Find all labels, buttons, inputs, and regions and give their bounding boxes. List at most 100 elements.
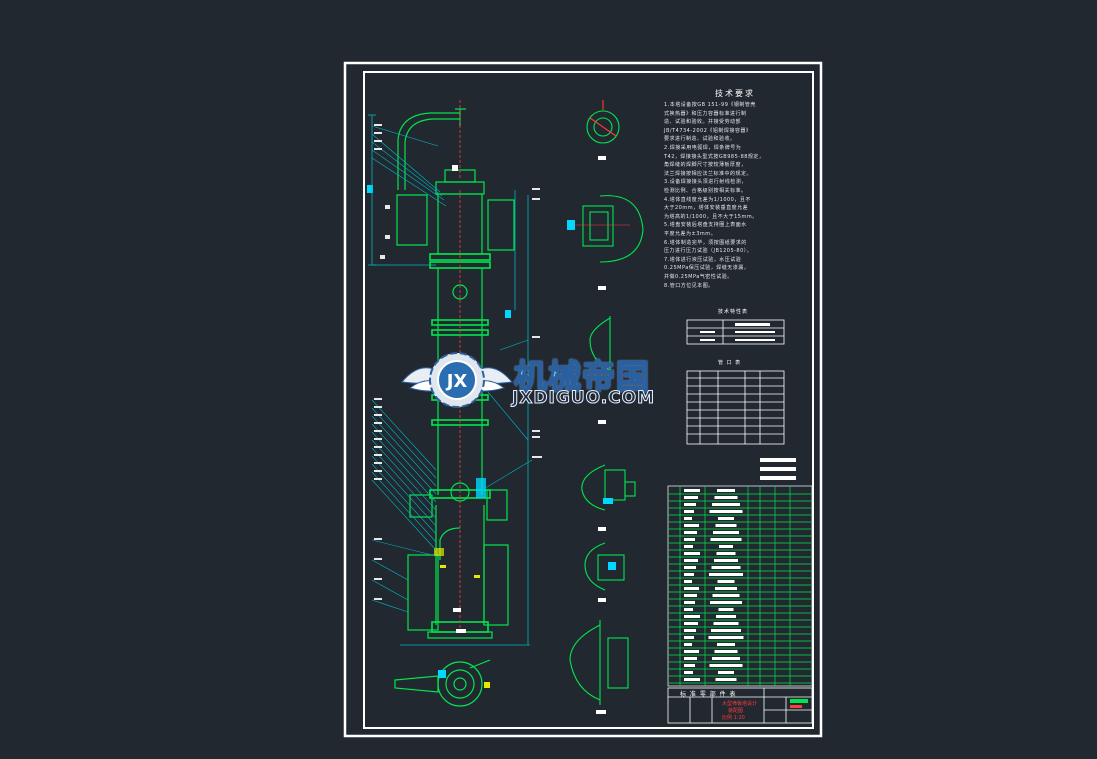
parts-list-table <box>667 485 813 687</box>
requirement-line: 并做0.25MPa气密性试验。 <box>664 274 733 280</box>
requirement-line: JB/T4734-2002《铝制焊接容器》 <box>664 127 752 134</box>
title-block-heading: 标 准 零 部 件 表 <box>680 691 737 698</box>
parts-row-code-mark <box>684 636 694 639</box>
parts-row-code-mark <box>684 559 698 562</box>
nozzle-table <box>686 370 785 445</box>
tech-characteristic-table <box>686 319 785 345</box>
parts-row-code-mark <box>684 538 695 541</box>
logo-letters: JX <box>445 371 468 392</box>
requirement-line: 压力进行压力试验（JB1205-80）。 <box>664 248 753 255</box>
parts-row-text-mark <box>710 601 742 604</box>
parts-row-code-mark <box>684 594 697 597</box>
requirement-line: 式换热器》和压力容器标准进行制 <box>664 110 747 117</box>
tower-internals <box>367 100 511 688</box>
parts-row-code-mark <box>684 650 699 653</box>
parts-row-code-mark <box>684 657 697 660</box>
parts-row-code-mark <box>684 664 695 667</box>
parts-row-text-mark <box>717 580 735 583</box>
parts-row-text-mark <box>711 566 741 569</box>
parts-row-code-mark <box>684 489 700 492</box>
parts-row-text-mark <box>715 678 737 681</box>
watermark-chinese: 机械帝国 <box>513 356 650 397</box>
parts-row-code-mark <box>684 678 700 681</box>
parts-row-code-mark <box>684 496 698 499</box>
parts-row-code-mark <box>684 524 699 527</box>
requirement-line: 6.塔体制造完毕，须按图纸要求的 <box>664 239 747 246</box>
parts-row-text-mark <box>718 671 734 674</box>
parts-row-text-mark <box>714 650 738 653</box>
requirement-line: 5.塔盘安装后塔盘支持圈上表面水 <box>664 222 747 229</box>
parts-row-code-mark <box>684 671 693 674</box>
requirement-line: 法兰焊接按相应法兰标准中的规定。 <box>664 170 753 177</box>
requirement-line: T42，焊接接头型式按GB985-88规定， <box>664 153 765 160</box>
parts-row-text-mark <box>717 489 735 492</box>
requirement-line: 1.本塔设备按GB 151-99《钢制管壳 <box>664 102 756 108</box>
parts-row-code-mark <box>684 629 696 632</box>
dimension-lines <box>368 114 530 646</box>
leader-lines-left <box>371 125 533 613</box>
parts-row-text-mark <box>716 552 736 555</box>
parts-row-text-mark <box>712 594 740 597</box>
title-block-red-line-2: 装配图 <box>728 708 744 714</box>
parts-row-text-mark <box>717 643 735 646</box>
parts-row-text-mark <box>713 531 739 534</box>
parts-row-code-mark <box>684 545 693 548</box>
parts-row-text-mark <box>708 636 744 639</box>
parts-row-text-mark <box>713 622 739 625</box>
parts-row-text-mark <box>714 496 738 499</box>
sheet-border <box>343 61 823 738</box>
tech-requirements-title: 技术要求 <box>715 89 755 98</box>
requirement-line: 2.焊接采用电弧焊，焊条牌号为 <box>664 145 742 151</box>
parts-row-text-mark <box>712 657 740 660</box>
requirement-line: 平度允差为±3mm。 <box>664 231 717 237</box>
parts-row-code-mark <box>684 622 698 625</box>
parts-row-code-mark <box>684 608 693 611</box>
parts-row-text-mark <box>709 664 743 667</box>
parts-row-code-mark <box>684 573 694 576</box>
parts-row-text-mark <box>715 587 737 590</box>
parts-row-text-mark <box>709 573 743 576</box>
parts-row-text-mark <box>715 524 737 527</box>
parts-row-text-mark <box>709 510 743 513</box>
parts-row-text-mark <box>710 538 742 541</box>
requirement-line: 3.设备焊接接头须进行射线检测， <box>664 179 747 186</box>
title-block-red-line-1: 大型筛板塔设计 <box>722 701 758 707</box>
requirement-line: 大于20mm，塔体安装垂直度允差 <box>664 205 749 212</box>
requirement-line: 检测比例、合格级别按相关标准。 <box>664 188 747 194</box>
parts-row-code-mark <box>684 615 700 618</box>
requirement-line: 为塔高的1/1000，且不大于15mm。 <box>664 213 758 220</box>
parts-row-text-mark <box>718 517 734 520</box>
parts-row-text-mark <box>711 629 741 632</box>
title-block <box>667 687 813 724</box>
parts-row-code-mark <box>684 510 694 513</box>
title-block-red-line-3: 比例 1:20 <box>722 715 745 721</box>
requirement-line: 角焊缝的焊脚尺寸按较薄板厚度， <box>664 162 747 169</box>
parts-row-code-mark <box>684 601 695 604</box>
parts-row-code-mark <box>684 517 692 520</box>
requirement-line: 4.塔体直线度允差为1/1000，且不 <box>664 196 751 203</box>
parts-row-text-mark <box>719 545 733 548</box>
leader-label-marks <box>374 124 542 600</box>
parts-row-code-mark <box>684 531 697 534</box>
parts-row-text-mark <box>714 559 738 562</box>
parts-row-code-mark <box>684 552 700 555</box>
parts-row-text-mark <box>718 608 734 611</box>
gear-wings-logo-icon: JX <box>401 352 513 408</box>
requirement-line: 7.塔体进行液压试验，水压试验 <box>664 256 742 263</box>
parts-row-text-mark <box>712 503 740 506</box>
revision-bars <box>760 458 796 480</box>
parts-row-code-mark <box>684 587 699 590</box>
nozzle-table-title: 管 口 表 <box>718 360 742 366</box>
tech-table-title: 技术特性表 <box>718 309 749 315</box>
parts-row-code-mark <box>684 643 692 646</box>
requirement-line: 0.25MPa保压试验，焊缝无渗漏， <box>664 265 750 272</box>
requirement-line: 8.管口方位见本图。 <box>664 282 714 289</box>
parts-row-text-mark <box>716 615 736 618</box>
requirement-line: 造、试验和验收。并接受劳动部 <box>664 119 742 126</box>
parts-row-code-mark <box>684 566 696 569</box>
parts-row-code-mark <box>684 580 692 583</box>
parts-row-code-mark <box>684 503 696 506</box>
watermark-english: JXDIGUO.COM <box>511 388 656 409</box>
requirement-line: 要求进行制造、试验和验收。 <box>664 136 736 143</box>
